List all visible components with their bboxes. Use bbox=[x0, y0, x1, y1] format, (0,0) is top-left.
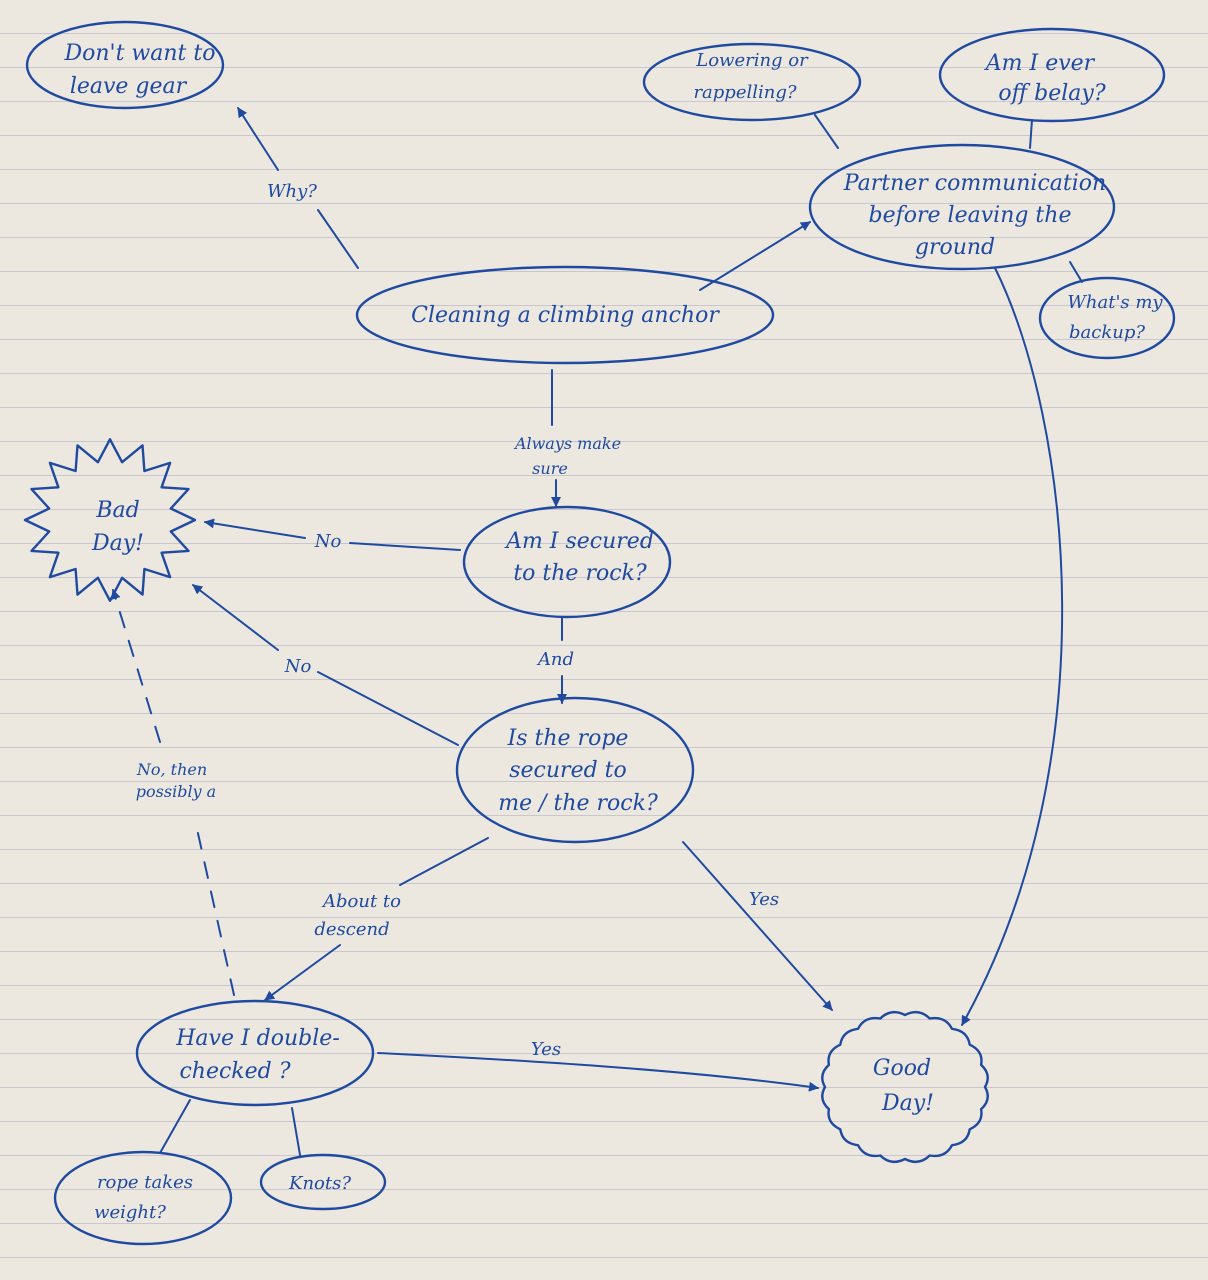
edge-rope-no-upper bbox=[192, 584, 279, 651]
edge-dashed-upper bbox=[110, 589, 161, 743]
edge-label-possibly-line1: No, then bbox=[136, 760, 207, 779]
label-belay-line1: Am I ever bbox=[984, 51, 1096, 76]
label-rope-line3: me / the rock? bbox=[498, 791, 658, 816]
edge-label-yes-rope: Yes bbox=[749, 889, 779, 910]
label-dont-want-line2: leave gear bbox=[70, 74, 188, 99]
label-partner-line1: Partner communication bbox=[843, 171, 1106, 196]
edge-checked-to-rope-weight bbox=[159, 1099, 191, 1154]
label-secured-line2: to the rock? bbox=[513, 561, 647, 586]
edge-label-yes-checked: Yes bbox=[531, 1039, 561, 1060]
edge-label-descend-line2: descend bbox=[314, 919, 389, 940]
edge-dashed-lower bbox=[194, 819, 235, 996]
edge-rope-yes bbox=[682, 841, 833, 1011]
edge-label-why: Why? bbox=[267, 181, 317, 202]
node-dont-want-leave-gear bbox=[25, 20, 225, 110]
label-rope-line1: Is the rope bbox=[507, 726, 629, 751]
edge-why-lower bbox=[317, 209, 359, 269]
edge-label-no-secured: No bbox=[314, 531, 342, 552]
label-checked-line2: checked ? bbox=[179, 1059, 290, 1084]
node-bad-day bbox=[23, 438, 197, 602]
edge-label-always-line1: Always make bbox=[513, 434, 621, 453]
label-lowering-line2: rappelling? bbox=[693, 82, 796, 103]
edge-label-always-line2: sure bbox=[532, 459, 568, 478]
label-good-day-line1: Good bbox=[873, 1056, 931, 1081]
label-bad-day-line1: Bad bbox=[95, 498, 139, 523]
label-cleaning-anchor: Cleaning a climbing anchor bbox=[411, 303, 720, 328]
label-bad-day-line2: Day! bbox=[91, 531, 144, 556]
label-backup-line1: What's my bbox=[1067, 292, 1163, 313]
node-rope-secured bbox=[455, 696, 695, 844]
node-good-day bbox=[821, 1010, 989, 1164]
node-lowering-rappelling bbox=[642, 42, 862, 122]
label-knots: Knots? bbox=[288, 1173, 351, 1194]
edge-partner-to-goodday bbox=[961, 267, 1064, 1026]
node-ever-off-belay bbox=[938, 27, 1166, 123]
edge-label-descend-line1: About to bbox=[321, 891, 401, 912]
label-partner-line2: before leaving the bbox=[869, 203, 1072, 228]
label-rope-weight-line2: weight? bbox=[94, 1202, 166, 1223]
edge-descend-upper bbox=[399, 837, 489, 886]
label-partner-line3: ground bbox=[915, 235, 995, 260]
label-good-day-line2: Day! bbox=[881, 1091, 934, 1116]
edge-why-upper bbox=[237, 107, 279, 171]
edge-checked-yes bbox=[377, 1052, 819, 1092]
node-knots bbox=[259, 1153, 387, 1211]
label-dont-want-line1: Don't want to bbox=[64, 41, 216, 66]
node-partner-communication bbox=[808, 143, 1116, 271]
edge-descend-lower bbox=[264, 944, 341, 1001]
label-backup-line2: backup? bbox=[1069, 322, 1145, 343]
edge-partner-to-backup bbox=[1069, 261, 1083, 283]
node-double-checked bbox=[135, 999, 375, 1107]
label-rope-line2: secured to bbox=[509, 758, 627, 783]
node-cleaning-anchor bbox=[355, 265, 775, 365]
edge-label-no-rope: No bbox=[284, 656, 312, 677]
edge-label-and: And bbox=[536, 649, 574, 670]
edge-secured-no-left bbox=[204, 518, 306, 539]
edge-label-possibly-line2: possibly a bbox=[136, 782, 216, 801]
edge-rope-no-lower bbox=[317, 671, 459, 746]
node-secured-to-rock bbox=[462, 505, 672, 619]
edge-belay-to-partner bbox=[1029, 119, 1033, 149]
label-checked-line1: Have I double- bbox=[175, 1026, 340, 1051]
edge-secured-no-right bbox=[349, 542, 461, 551]
label-secured-line1: Am I secured bbox=[504, 529, 654, 554]
label-belay-line2: off belay? bbox=[998, 81, 1106, 106]
edge-lowering-to-partner bbox=[814, 114, 839, 149]
edge-cleaning-to-partner bbox=[699, 221, 811, 291]
label-lowering-line1: Lowering or bbox=[695, 50, 809, 71]
edge-checked-to-knots bbox=[291, 1107, 301, 1156]
node-rope-takes-weight bbox=[53, 1150, 233, 1246]
node-whats-my-backup bbox=[1038, 276, 1176, 360]
label-rope-weight-line1: rope takes bbox=[97, 1172, 193, 1193]
